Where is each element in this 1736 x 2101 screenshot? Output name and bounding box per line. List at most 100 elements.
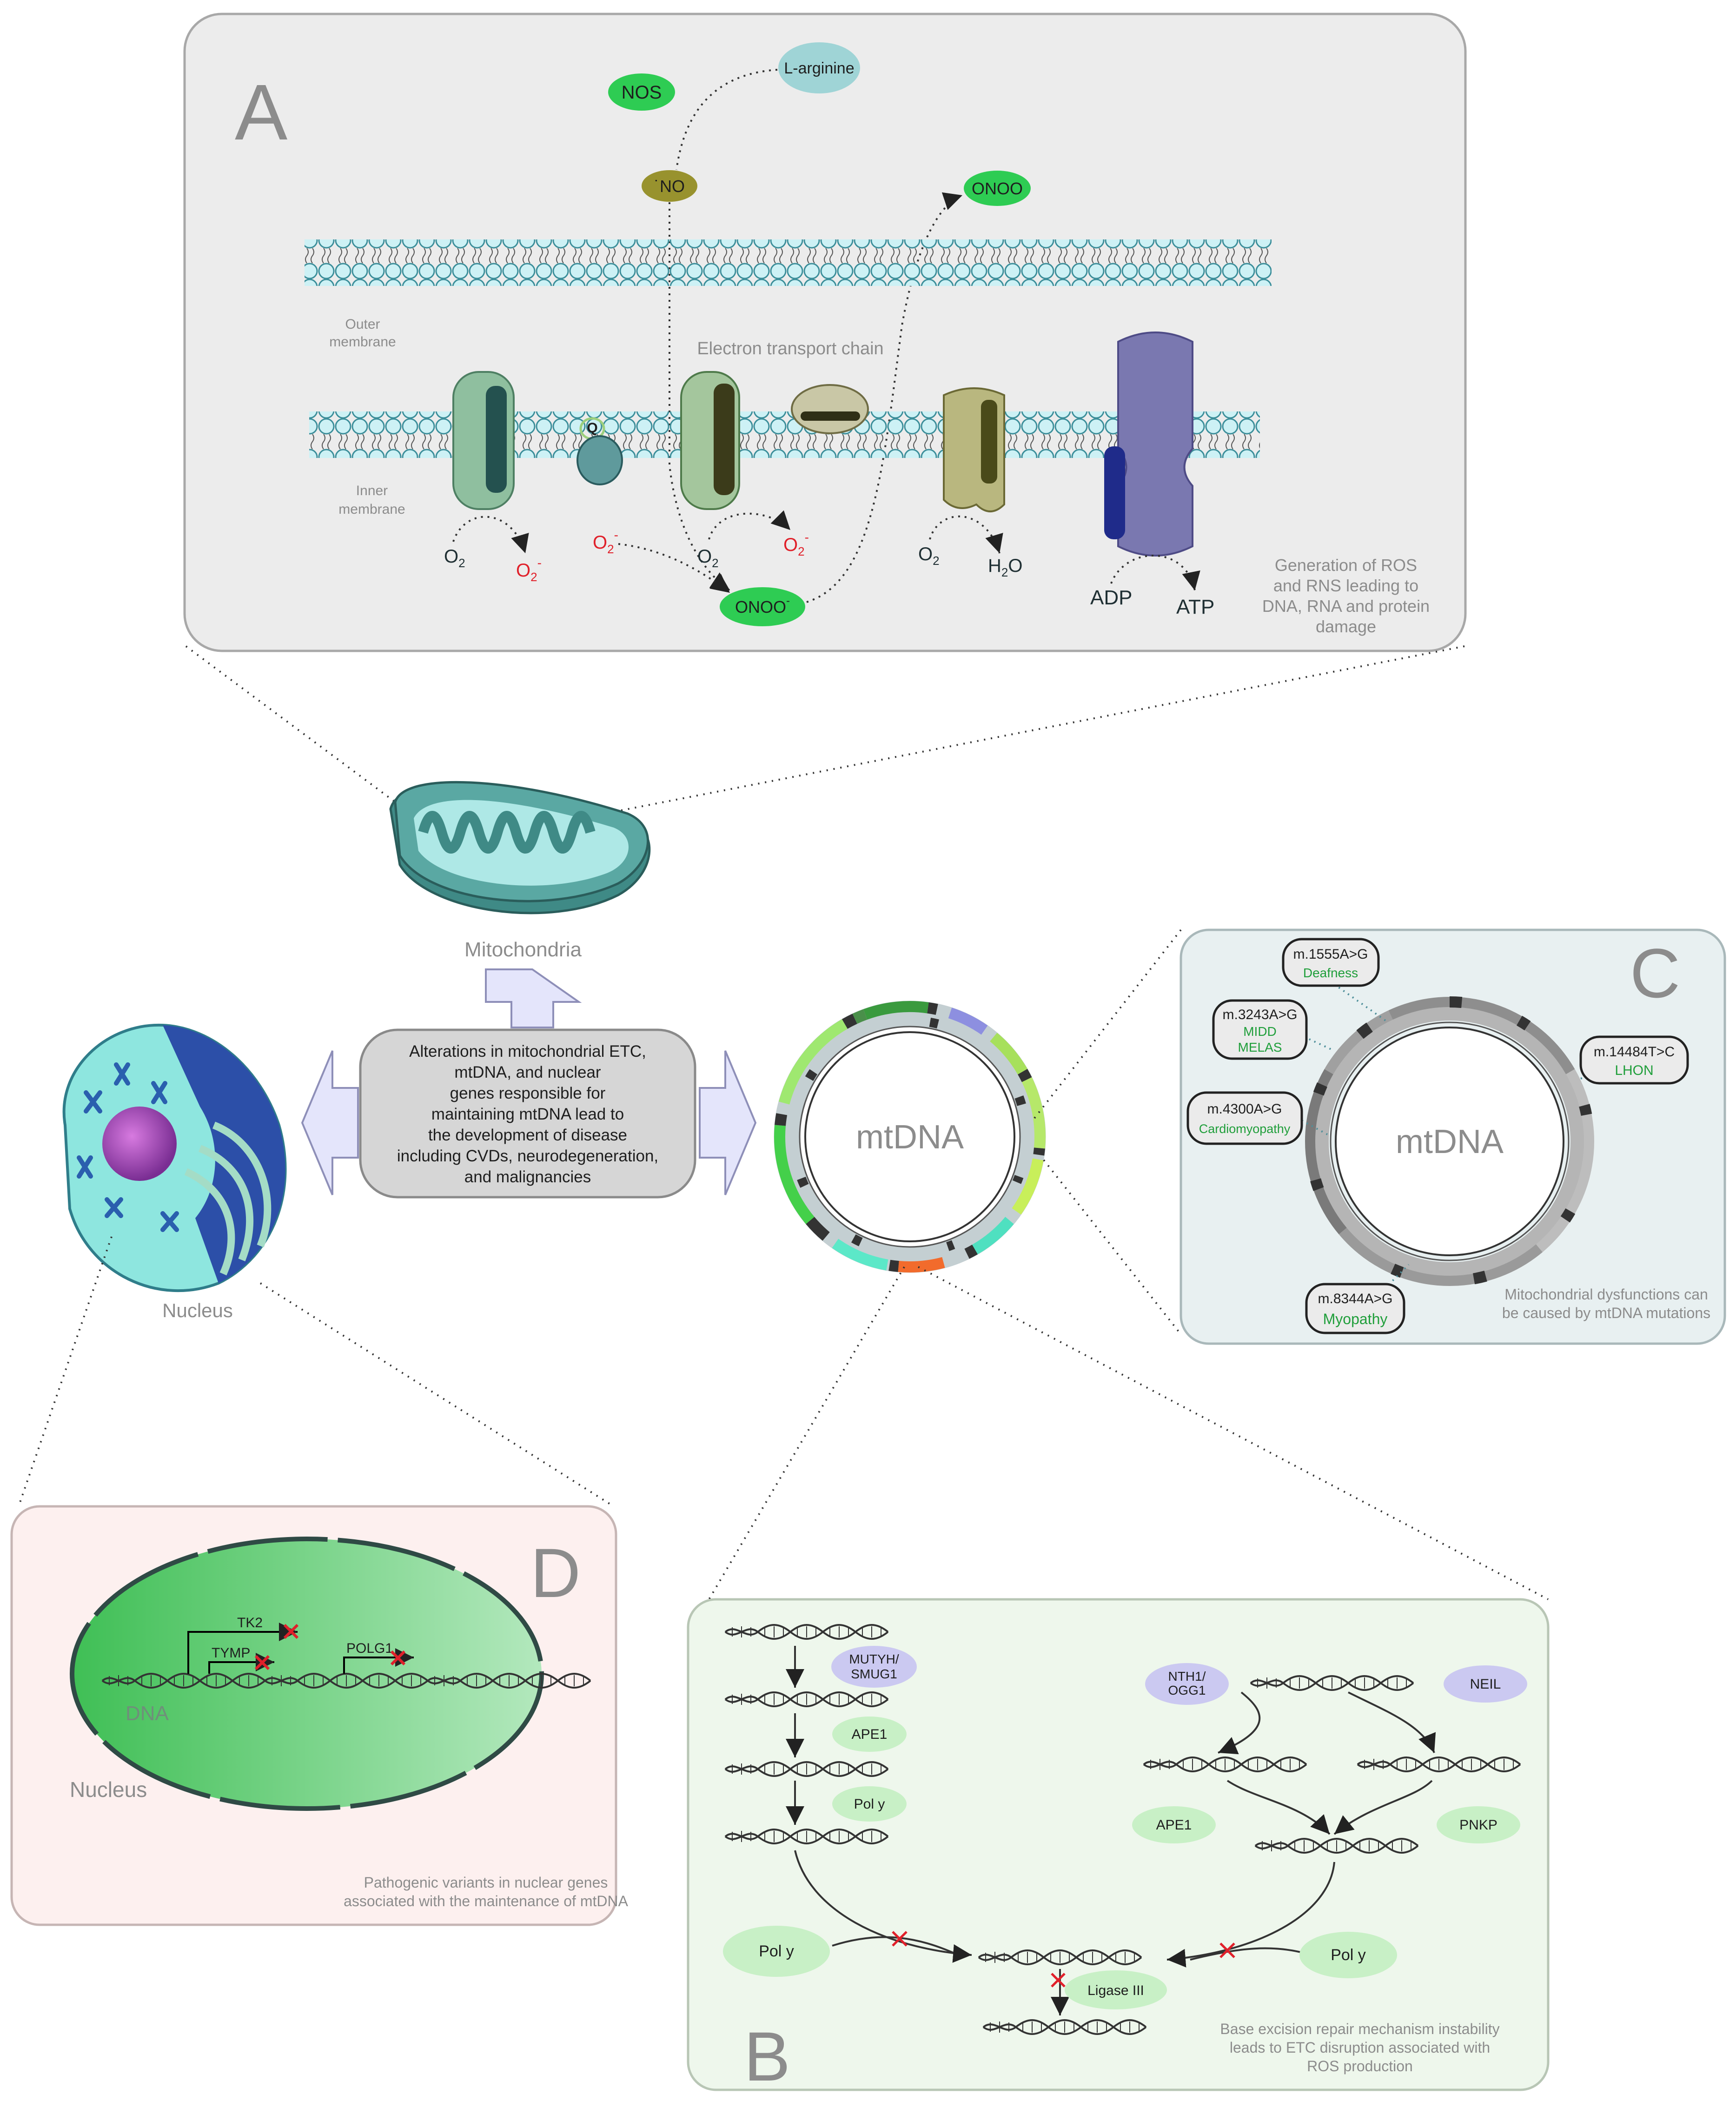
panel-b-box [687,1598,1550,2091]
mut-5-code: m.14484T>C [1594,1044,1675,1060]
panel-d: D TK2 TYMP POLG1 DNA Nucleus Pathogenic … [10,1505,629,1926]
panel-b-letter: B [744,2017,790,2095]
panel-d-caption-2: associated with the maintenance of mtDNA [344,1893,629,1909]
nucleus-d-label: Nucleus [70,1777,147,1802]
panel-c-ring-marker [1310,1178,1324,1191]
o2-arc-1 [452,516,529,554]
q-label: Q [587,420,597,436]
mutyh-1: MUTYH/ [849,1652,899,1666]
cytochrome-c-band [801,411,860,421]
mut-4-code: m.8344A>G [1318,1291,1393,1306]
panel-a-caption-3: DNA, RNA and protein [1262,596,1430,616]
central-line-1: Alterations in mitochondrial ETC, [409,1042,646,1060]
x-b-left [892,1931,908,1947]
central-line-6: including CVDs, neurodegeneration, [397,1147,658,1165]
adp-atp-arc [1110,555,1200,591]
complex-i-inner [486,386,507,493]
mtdna-ring-segment [1018,1069,1032,1082]
panel-c: C mtDNA m.1555A>G Deafness m.3243A>G MID… [1179,928,1726,1345]
panel-c-mtdna: mtDNA [1396,1123,1504,1160]
outer-membrane-label-1: Outer [345,317,380,332]
mtdna-circle [774,1001,1046,1273]
no-label: ˙NO [654,177,685,196]
mut-2-disease-2: MELAS [1238,1040,1282,1054]
panel-c-ring-segment [1536,1069,1594,1253]
polg1-label: POLG1 [346,1641,393,1656]
mtdna-ring-segment [806,1217,830,1241]
connector-c-bottom [1043,1159,1182,1335]
l-arginine-oval [778,42,860,93]
panel-c-ring-marker [1356,1022,1373,1039]
x-polg1 [390,1650,406,1666]
mtdna-inner-marker [805,1069,818,1081]
panel-c-ring-segment [1388,997,1575,1074]
mut-5-disease: LHON [1615,1063,1653,1078]
panel-a-letter: A [235,68,288,157]
connector-d-left [18,1236,113,1507]
mut-1-disease: Deafness [1303,966,1358,980]
x-ligase [1051,1973,1066,1988]
mtdna-inner-marker [797,1176,809,1188]
panel-a-caption-4: damage [1316,617,1376,636]
neil: NEIL [1470,1677,1501,1692]
connector-a-right [604,645,1465,815]
central-line-3: genes responsible for [450,1084,606,1102]
etc-label: Electron transport chain [697,339,883,358]
panel-b-caption-2: leads to ETC disruption associated with [1230,2039,1490,2056]
connector-b-left [708,1266,905,1600]
connector-c-top [1034,929,1182,1119]
onoo-top-label: ONOO [972,179,1023,198]
nucleus-label: Nucleus [162,1299,233,1321]
panel-c-ring-marker [1472,1271,1487,1285]
pnkp: PNKP [1459,1817,1497,1833]
panel-c-letter: C [1630,934,1680,1012]
mtdna-ring-segment [775,1113,788,1126]
inner-membrane-label-2: membrane [338,502,405,517]
panel-c-caption-2: be caused by mtDNA mutations [1502,1305,1710,1321]
panel-c-ring-marker [1516,1015,1531,1031]
mut-3-disease: Cardiomyopathy [1199,1122,1291,1136]
atp-label: ATP [1176,596,1214,618]
central-line-7: and malignancies [464,1168,591,1186]
poly-bottom-right: Pol y [1331,1946,1366,1964]
nth1-1: NTH1/ [1168,1669,1206,1683]
mtdna-ring-segment [948,1007,988,1035]
mtdna-ring-segment [927,1002,938,1015]
mtdna-inner-marker [946,1240,955,1251]
tymp-label: TYMP [212,1645,250,1661]
arrow-right-to-mtdna [699,1050,757,1195]
mtdna-inner-marker [1012,1175,1024,1184]
panel-c-ring-segment [1338,1227,1543,1286]
mutyh-2: SMUG1 [851,1667,897,1681]
outer-membrane [305,239,1272,286]
o2-minus-1: O2- [516,556,542,584]
inner-membrane-label-1: Inner [356,483,388,498]
tk2-label: TK2 [237,1615,263,1630]
panel-b-caption-1: Base excision repair mechanism instabili… [1220,2021,1499,2037]
panel-c-ring-marker [1313,1082,1327,1096]
cytochrome-c [791,384,869,434]
mtdna-ring-segment [774,1125,815,1224]
onoo-bottom-oval [720,587,805,626]
h2o-label: H2O [988,556,1022,579]
mtdna-ring-segment [832,1239,888,1271]
o2-2: O2 [697,546,719,570]
mtdna-ring-segment [852,1009,868,1024]
arrow-up-to-mitochondria [485,968,582,1028]
nth1-2: OGG1 [1168,1683,1206,1697]
panel-b: B MUTYH/ SMUG1 APE1 Pol y NTH1/ OGG1 NEI… [687,1598,1550,2095]
x-b-right [1219,1942,1235,1958]
panel-d-letter: D [530,1534,581,1612]
arrow-left-to-nucleus [301,1050,359,1195]
no-oval [642,170,697,202]
mtdna-ring-segment [990,1033,1027,1075]
onoo-top-oval [964,171,1031,206]
atp-synthase-inner [1104,446,1125,539]
mtdna-inner-marker [1014,1095,1026,1106]
x-tk2 [283,1624,299,1639]
mtdna-ring-segment [1021,1077,1046,1149]
o2-3: O2 [918,544,940,568]
mtdna-inner-marker [851,1234,863,1246]
ape1-left: APE1 [852,1727,888,1742]
